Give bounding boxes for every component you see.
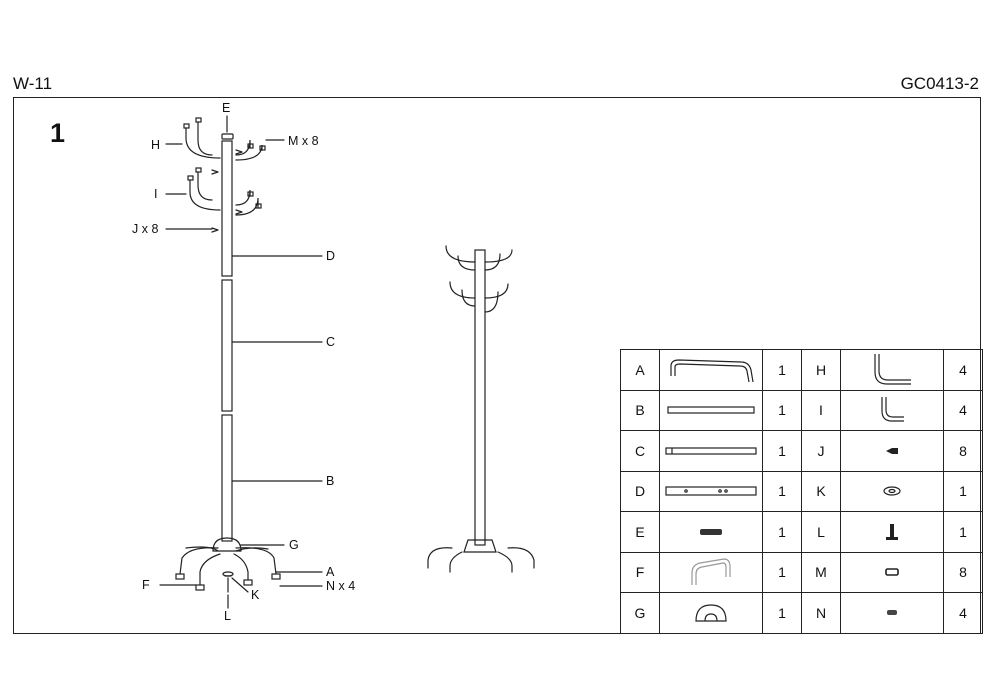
- callout-m: M x 8: [288, 134, 319, 148]
- screw-icon: [840, 430, 944, 472]
- callout-l: L: [224, 609, 231, 623]
- part-quantity: 1: [762, 470, 802, 512]
- hook-i-2: [235, 189, 251, 206]
- part-letter: N: [801, 592, 841, 634]
- washer-icon: [840, 470, 944, 512]
- step-number: 1: [50, 118, 66, 148]
- base-hub-icon: [659, 592, 763, 634]
- tube-d: [221, 140, 233, 277]
- part-letter: B: [620, 389, 660, 431]
- tube-b-icon: [659, 389, 763, 431]
- callout-b: B: [326, 474, 335, 488]
- part-quantity: 1: [943, 511, 983, 553]
- long-hook-icon: [840, 349, 944, 391]
- part-quantity: 1: [943, 470, 983, 512]
- tube-c: [221, 279, 233, 412]
- callout-k: K: [251, 588, 260, 602]
- bolt-icon: [840, 511, 944, 553]
- part-letter: C: [620, 430, 660, 472]
- callout-f: F: [142, 578, 150, 592]
- base-leg-f-icon: [659, 551, 763, 593]
- product-code: GC0413-2: [900, 74, 979, 93]
- part-quantity: 1: [762, 511, 802, 553]
- part-quantity: 1: [762, 430, 802, 472]
- base-leg-back: [233, 553, 249, 581]
- base-leg-front: [199, 553, 221, 586]
- callout-h: H: [151, 138, 161, 152]
- part-letter: M: [801, 551, 841, 593]
- top-cap-icon: [659, 511, 763, 553]
- part-letter: J: [801, 430, 841, 472]
- part-quantity: 1: [762, 349, 802, 391]
- callout-e: E: [222, 101, 231, 115]
- hook-i-1: [197, 171, 213, 201]
- part-quantity: 8: [943, 551, 983, 593]
- hook-h-2: [235, 139, 251, 156]
- part-quantity: 4: [943, 349, 983, 391]
- short-hook-icon: [840, 389, 944, 431]
- part-quantity: 1: [762, 389, 802, 431]
- callout-g: G: [289, 538, 299, 552]
- tube-c-icon: [659, 430, 763, 472]
- callout-d: D: [326, 249, 336, 263]
- part-letter: D: [620, 470, 660, 512]
- part-letter: L: [801, 511, 841, 553]
- tube-b: [221, 414, 233, 542]
- part-letter: I: [801, 389, 841, 431]
- base-leg-icon: [659, 349, 763, 391]
- hook-h-1: [197, 121, 213, 156]
- part-letter: A: [620, 349, 660, 391]
- part-letter: H: [801, 349, 841, 391]
- assembled-view: [427, 245, 535, 573]
- part-quantity: 8: [943, 430, 983, 472]
- callout-j: J x 8: [132, 222, 159, 236]
- hook-cap-icon: [840, 551, 944, 593]
- base-leg-left: [179, 547, 219, 575]
- part-quantity: 1: [762, 592, 802, 634]
- top-cap-e: [221, 133, 234, 140]
- part-letter: E: [620, 511, 660, 553]
- callout-c: C: [326, 335, 336, 349]
- part-quantity: 1: [762, 551, 802, 593]
- part-letter: F: [620, 551, 660, 593]
- model-number: W-11: [13, 74, 53, 93]
- part-quantity: 4: [943, 389, 983, 431]
- tube-d-icon: [659, 470, 763, 512]
- base-hub-g: [212, 537, 242, 552]
- callout-i: I: [154, 187, 158, 201]
- callout-a: A: [326, 565, 335, 579]
- foot-cap-icon: [840, 592, 944, 634]
- part-quantity: 4: [943, 592, 983, 634]
- callout-n: N x 4: [326, 579, 356, 593]
- base-leg-right: [235, 547, 277, 575]
- part-letter: G: [620, 592, 660, 634]
- part-letter: K: [801, 470, 841, 512]
